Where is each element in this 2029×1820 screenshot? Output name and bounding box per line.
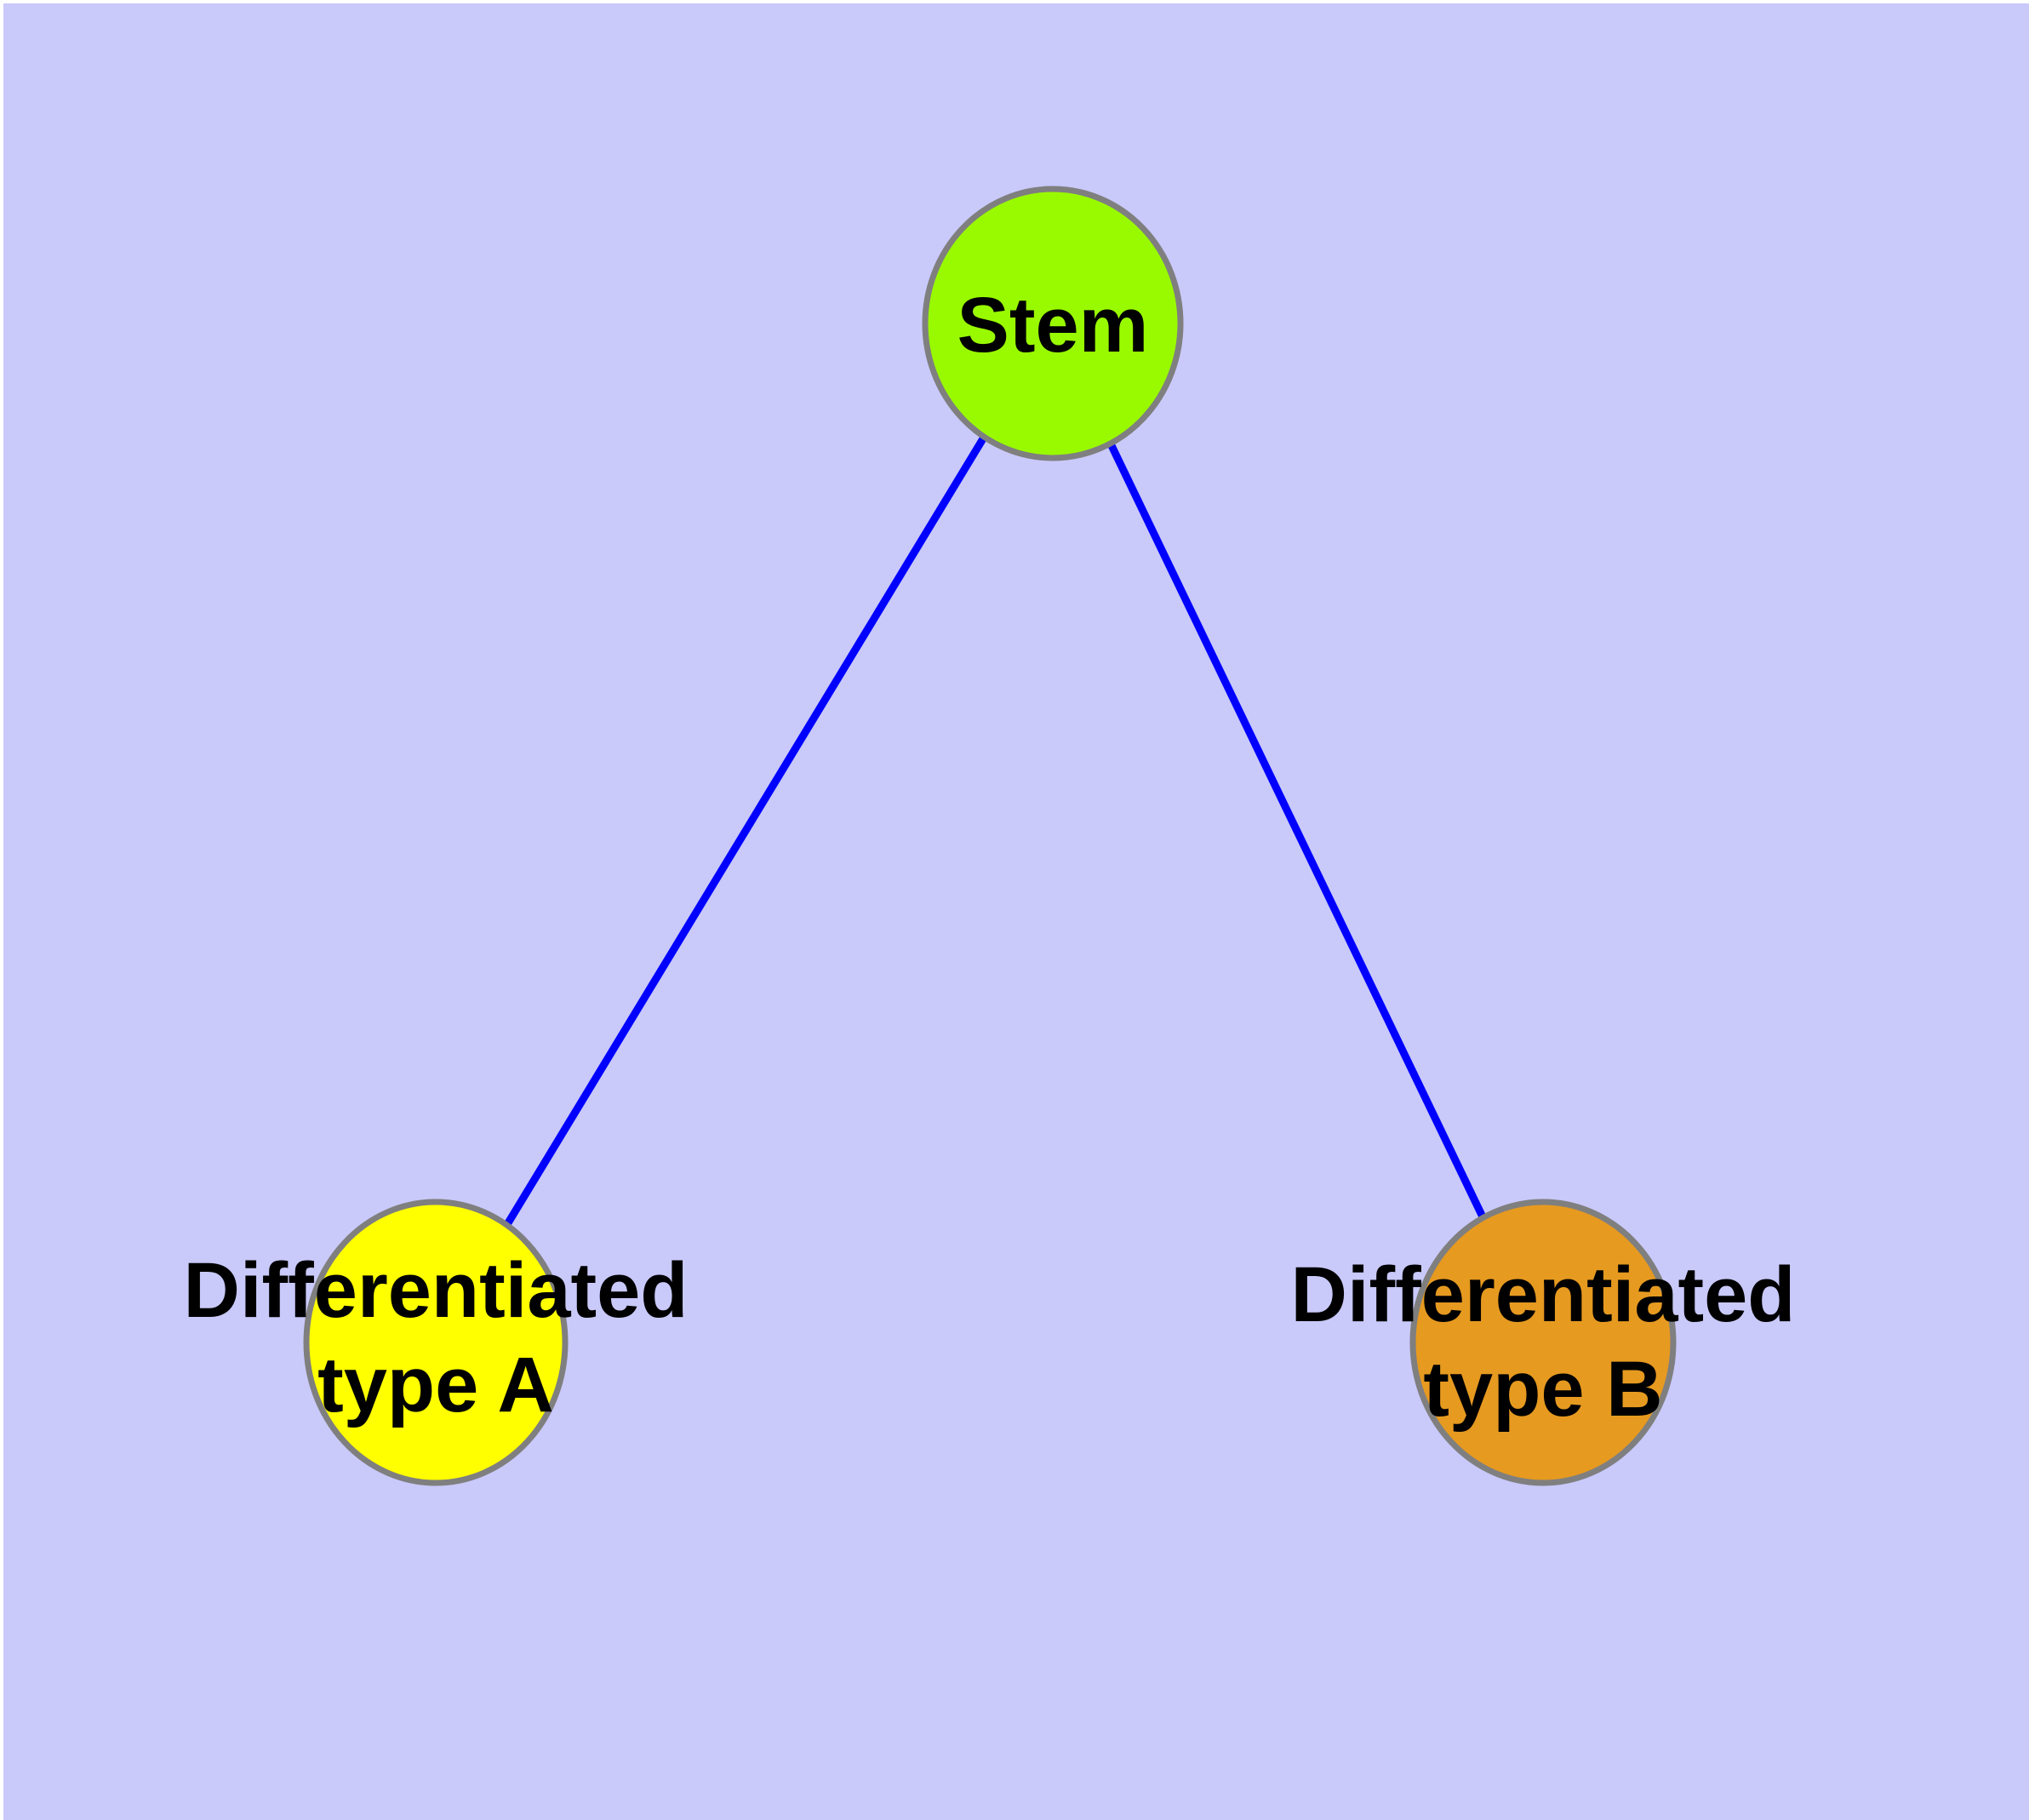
node-differentiated-type-a-shape[interactable]	[303, 1199, 569, 1486]
node-differentiated-type-a-label-line2: type A	[317, 1342, 554, 1428]
edge-stem-to-typeA	[432, 321, 1056, 1345]
edge-stem-to-typeB	[1049, 322, 1547, 1344]
node-differentiated-type-b[interactable]: Differentiated type B	[1291, 1199, 1796, 1486]
node-differentiated-type-a[interactable]: Differentiated type A	[184, 1199, 689, 1486]
node-stem[interactable]: Stem	[922, 186, 1184, 461]
node-differentiated-type-b-label-line1: Differentiated	[1291, 1251, 1796, 1338]
node-differentiated-type-b-label-line2: type B	[1423, 1346, 1662, 1433]
node-differentiated-type-b-shape[interactable]	[1409, 1199, 1677, 1486]
node-stem-shape[interactable]	[922, 186, 1184, 461]
node-stem-label: Stem	[957, 282, 1149, 369]
node-differentiated-type-a-label-line1: Differentiated	[184, 1247, 689, 1334]
